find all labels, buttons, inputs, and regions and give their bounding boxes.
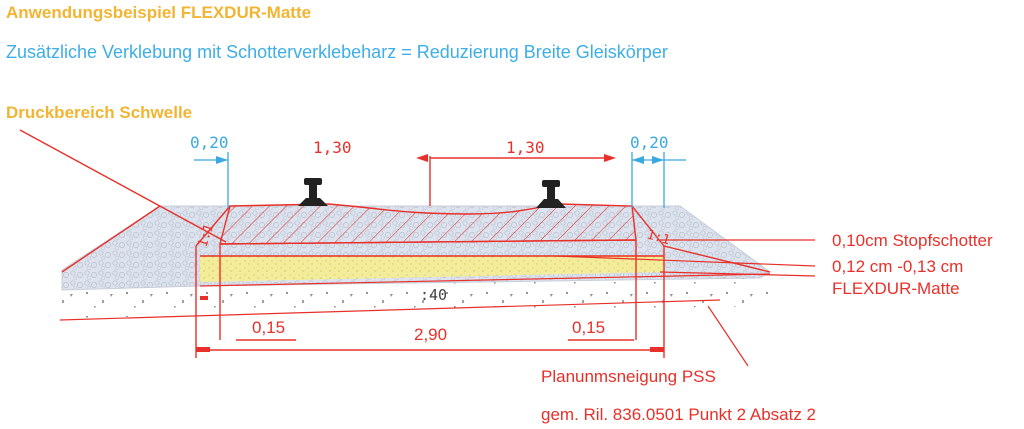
slope-lines <box>61 205 771 273</box>
legend-ballast: 0,10cm Stopfschotter <box>832 231 993 250</box>
blue-arrowheads <box>216 156 664 164</box>
flexdur-mat-layer <box>200 256 664 282</box>
diagram-title: Anwendungsbeispiel FLEXDUR-Matte <box>6 3 312 22</box>
total-width-dimension: 2,90 <box>414 325 447 344</box>
arrow-ticks <box>196 154 664 352</box>
legend-leaders <box>555 239 816 367</box>
planum-note: Planunmsneigung PSS <box>541 367 716 386</box>
left-rail <box>298 178 328 206</box>
left-gauge-width: 1,30 <box>313 138 352 157</box>
measurement-lines <box>19 129 771 358</box>
left-shoulder-width: 0,20 <box>190 133 229 152</box>
blue-dimensions <box>194 152 686 208</box>
diagram-subtitle: Zusätzliche Verklebung mit Schotterverkl… <box>6 42 668 62</box>
reference-note: gem. Ril. 836.0501 Punkt 2 Absatz 2 <box>541 405 816 424</box>
inclination-label: :40 <box>420 286 447 304</box>
right-edge-dimension: 0,15 <box>572 318 605 337</box>
left-edge-dimension: 0,15 <box>252 318 285 337</box>
legend-thickness: 0,12 cm -0,13 cm <box>832 257 963 276</box>
section-label: Druckbereich Schwelle <box>6 103 193 122</box>
right-rail <box>536 180 566 208</box>
right-shoulder-width: 0,20 <box>630 133 669 152</box>
slope-left-label: 1:1 <box>196 222 218 249</box>
slope-right-label: 1:1 <box>645 227 672 248</box>
legend-mat: FLEXDUR-Matte <box>832 279 960 298</box>
right-gauge-width: 1,30 <box>506 138 545 157</box>
